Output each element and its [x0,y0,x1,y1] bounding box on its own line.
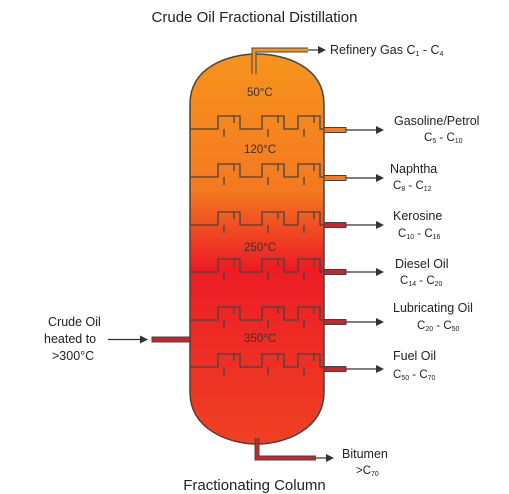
crude-temperature-label: >300°C [52,349,95,363]
column-tray [190,306,324,328]
product-name: Gasoline/Petrol [394,114,480,128]
product-name: Kerosine [393,209,443,223]
temperature-label: 350°C [244,333,277,345]
product-name: Refinery Gas [330,43,403,57]
product-name: Lubricating Oil [393,301,473,315]
product-name: Diesel Oil [395,257,449,271]
product-formula: C5 - C10 [424,132,463,145]
crude-heated-label: heated to [44,332,97,346]
product-formula: C8 - C12 [393,180,432,193]
arrowhead [376,268,384,276]
column-tray [190,353,324,375]
product-formula: >C70 [356,465,379,478]
product-outlet-pipe [323,222,347,228]
product-outlet-pipe [323,366,347,372]
diagram-title: Crude Oil Fractional Distillation [151,9,358,26]
arrowhead [376,318,384,326]
product-formula: C1 - C4 [406,43,444,58]
column-body [189,53,325,445]
crude-feed-pipe [151,336,191,343]
crude-oil-label: Crude Oil [48,315,101,329]
product-outlet-pipe [323,319,347,325]
product-refinery-gas: Refinery Gas C1 - C4 [330,44,443,58]
product-formula: C20 - C50 [417,320,460,333]
arrowhead [376,365,384,373]
arrowhead [376,174,384,182]
arrowhead [376,221,384,229]
temperature-label: 120°C [244,144,277,156]
column-tray [190,163,324,185]
temperature-label: 250°C [244,242,277,254]
arrowhead [376,126,384,134]
temperature-label: 50°C [247,87,273,99]
column-tray [190,258,324,280]
column-tray [190,115,324,137]
product-outlet-pipe [323,175,347,181]
product-name: Naphtha [390,162,438,176]
column-caption: Fractionating Column [183,477,326,494]
product-outlet-pipe [323,269,347,275]
product-name: Bitumen [342,447,388,461]
product-formula: C10 - C16 [398,228,441,241]
product-outlet-pipe [323,127,347,133]
product-formula: C14 - C20 [400,275,443,288]
column-tray [190,211,324,233]
product-formula: C50 - C70 [393,369,436,382]
product-name: Fuel Oil [393,349,437,363]
